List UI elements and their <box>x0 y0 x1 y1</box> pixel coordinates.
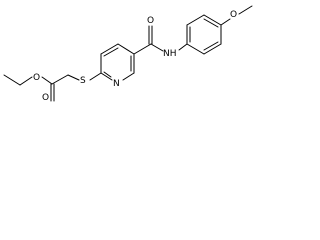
atom-o-ester-carbonyl: O <box>42 93 49 102</box>
atom-nh-amide: NH <box>163 49 177 59</box>
atom-s-thioether: S <box>80 76 86 86</box>
bond-ph-c5-c6-inner <box>203 41 219 51</box>
atom-o-ester-ether: O <box>33 73 40 83</box>
bond-ph-c3-c4-inner <box>203 18 219 28</box>
bond-n-c2-inner <box>103 71 112 78</box>
atom-n-pyridine: N <box>113 79 120 89</box>
ethyl-group <box>3 74 33 86</box>
amide-group <box>133 25 188 55</box>
bond-nh-phenyl <box>178 43 188 51</box>
atom-o-methoxy: O <box>230 10 237 20</box>
bond-ph-c2-c3 <box>186 14 205 26</box>
bond-c3-c4 <box>100 43 119 55</box>
bond-c3-c4-inner <box>103 47 119 57</box>
bond-c4-c5 <box>117 43 135 55</box>
bond-ch2-o-ether <box>19 76 33 86</box>
methoxy-group <box>220 5 253 26</box>
chemical-structure-diagram: O O S N O NH O <box>3 5 253 102</box>
bond-n-c2 <box>100 72 113 81</box>
bond-s-c2 <box>89 72 102 81</box>
bond-c6-n <box>122 72 135 81</box>
bond-c-amide-nh <box>150 43 164 52</box>
bond-ph-c3-c4 <box>203 14 222 26</box>
bond-ph-c6-c1 <box>186 43 205 55</box>
phenyl-ring <box>186 14 222 55</box>
bond-ph-c5-c6 <box>203 43 222 55</box>
ester-group <box>41 74 80 102</box>
atom-o-amide: O <box>147 16 154 26</box>
bond-o-ether-c-carbonyl <box>41 76 53 85</box>
bond-c5-c-amide <box>133 43 152 55</box>
pyridine-ring <box>89 43 135 81</box>
bond-o-ch3 <box>238 5 253 15</box>
bond-ch2-s <box>67 74 80 81</box>
bond-ph-c4-o <box>220 18 231 26</box>
bond-c-carbonyl-ch2 <box>51 74 69 85</box>
bond-ch3-ch2 <box>3 74 21 86</box>
